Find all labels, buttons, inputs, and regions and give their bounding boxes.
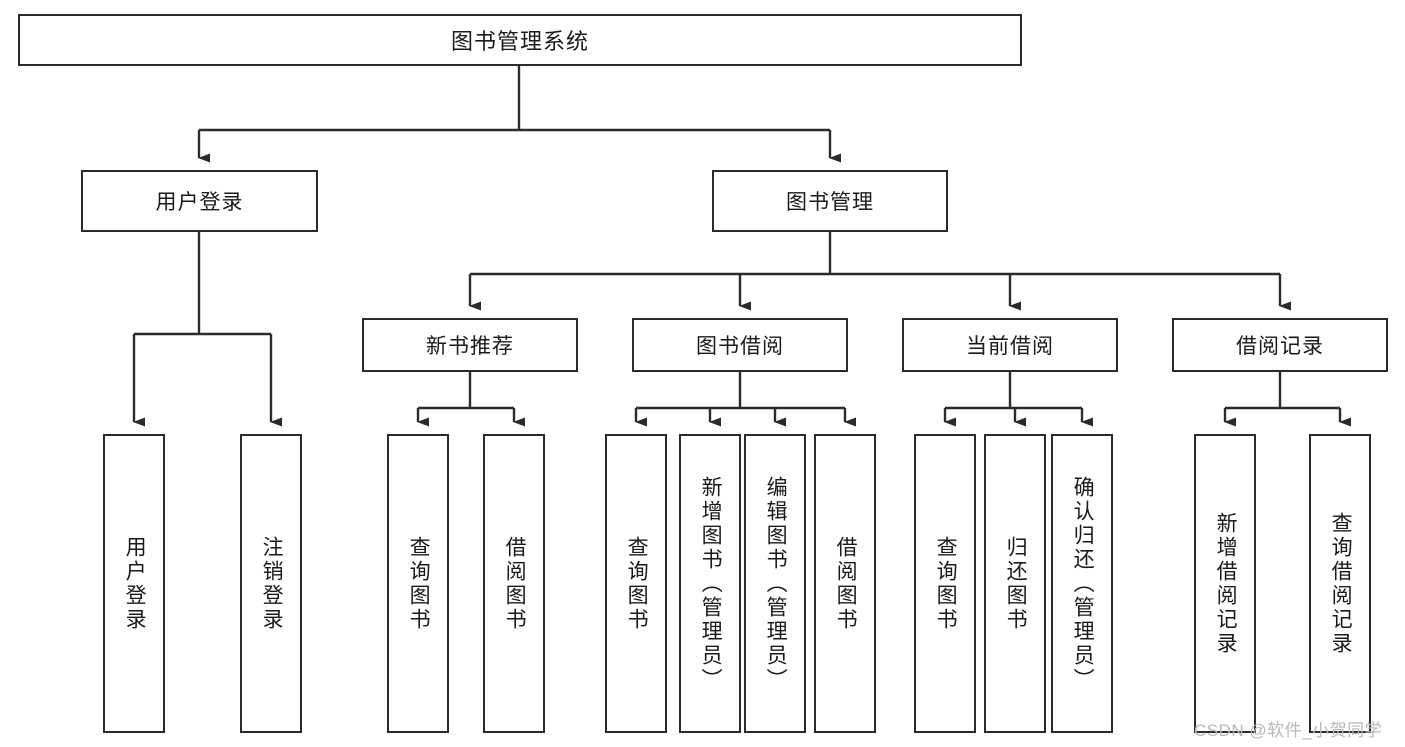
leaf-add-borrow-record[interactable]: 新增借阅记录 xyxy=(1194,434,1256,733)
node-label: 注销登录 xyxy=(260,535,284,632)
node-label: 编辑图书（管理员） xyxy=(764,475,788,692)
leaf-user-login[interactable]: 用户登录 xyxy=(103,434,165,733)
node-label: 新增图书（管理员） xyxy=(699,475,723,692)
node-label: 新书推荐 xyxy=(426,335,514,358)
leaf-add-book-admin[interactable]: 新增图书（管理员） xyxy=(679,434,741,733)
node-book-borrow[interactable]: 图书借阅 xyxy=(632,318,848,372)
node-label: 图书管理 xyxy=(786,191,874,214)
leaf-query-book-3[interactable]: 查询图书 xyxy=(914,434,976,733)
leaf-confirm-return-admin[interactable]: 确认归还（管理员） xyxy=(1051,434,1113,733)
leaf-logout-login[interactable]: 注销登录 xyxy=(240,434,302,733)
node-label: 用户登录 xyxy=(123,535,147,632)
node-label: 确认归还（管理员） xyxy=(1071,475,1095,692)
node-label: 新增借阅记录 xyxy=(1214,511,1238,656)
node-new-book-rec[interactable]: 新书推荐 xyxy=(362,318,578,372)
node-label: 当前借阅 xyxy=(966,335,1054,358)
node-label: 归还图书 xyxy=(1004,535,1028,632)
leaf-query-book-2[interactable]: 查询图书 xyxy=(605,434,667,733)
leaf-return-book[interactable]: 归还图书 xyxy=(984,434,1046,733)
leaf-borrow-book-1[interactable]: 借阅图书 xyxy=(483,434,545,733)
node-label: 用户登录 xyxy=(155,191,244,214)
node-label: 查询图书 xyxy=(934,535,958,632)
node-root-system[interactable]: 图书管理系统 xyxy=(18,14,1022,66)
node-user-login[interactable]: 用户登录 xyxy=(81,170,318,232)
node-label: 查询图书 xyxy=(407,535,431,632)
node-label: 查询借阅记录 xyxy=(1329,511,1353,656)
leaf-query-borrow-record[interactable]: 查询借阅记录 xyxy=(1309,434,1371,733)
node-label: 图书借阅 xyxy=(696,335,784,358)
node-book-manage[interactable]: 图书管理 xyxy=(712,170,948,232)
leaf-query-book-1[interactable]: 查询图书 xyxy=(387,434,449,733)
node-label: 借阅图书 xyxy=(834,535,858,632)
node-label: 图书管理系统 xyxy=(450,29,589,54)
watermark-text: CSDN @软件_小贺同学 xyxy=(1194,721,1383,740)
node-label: 借阅记录 xyxy=(1236,335,1324,358)
node-label: 借阅图书 xyxy=(503,535,527,632)
node-current-borrow[interactable]: 当前借阅 xyxy=(902,318,1118,372)
node-label: 查询图书 xyxy=(625,535,649,632)
node-borrow-record[interactable]: 借阅记录 xyxy=(1172,318,1388,372)
leaf-edit-book-admin[interactable]: 编辑图书（管理员） xyxy=(744,434,806,733)
leaf-borrow-book-2[interactable]: 借阅图书 xyxy=(814,434,876,733)
